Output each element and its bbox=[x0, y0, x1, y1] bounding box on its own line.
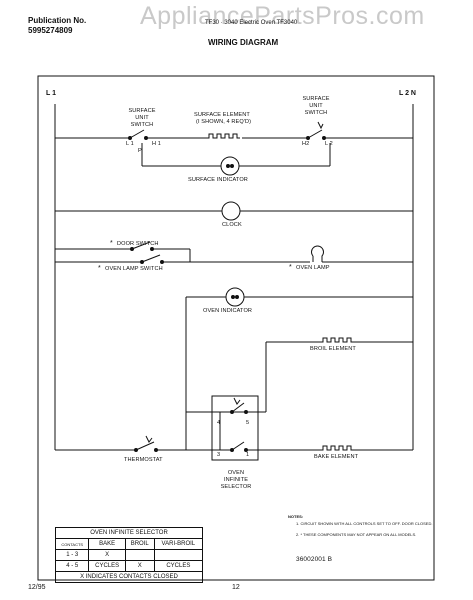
clock-symbol bbox=[221, 201, 241, 221]
surface-switch-right-contact bbox=[307, 129, 323, 139]
l2n-label: L 2 N bbox=[399, 90, 416, 97]
table-cell bbox=[124, 549, 155, 561]
oven-lamp-label: OVEN LAMP bbox=[296, 265, 330, 271]
table-cell: 1 - 3 bbox=[54, 549, 90, 561]
part-number: 36002001 B bbox=[296, 556, 333, 563]
terminal-l1: L 1 bbox=[126, 141, 134, 147]
table-cell: X bbox=[124, 560, 155, 572]
selector-box bbox=[211, 395, 259, 461]
selector-term-5: 5 bbox=[246, 420, 250, 426]
watermark: AppliancePartsPros.com bbox=[140, 2, 425, 30]
bake-element-label: BAKE ELEMENT bbox=[314, 454, 359, 460]
oven-indicator-label: OVEN INDICATOR bbox=[203, 308, 253, 314]
clock-label: CLOCK bbox=[222, 222, 242, 228]
selector-term-4: 4 bbox=[217, 420, 221, 426]
oven-lamp-asterisk: * bbox=[289, 264, 292, 271]
l1-label: L 1 bbox=[46, 90, 56, 97]
publication-label: Publication No. bbox=[28, 16, 87, 25]
model-text: TF30 · 3040 Electric Oven TF3040 bbox=[205, 20, 298, 26]
selector-label: OVEN INFINITE SELECTOR bbox=[220, 470, 252, 490]
terminal-l2: L 2 bbox=[325, 141, 333, 147]
surface-switch-left-contact bbox=[129, 129, 145, 139]
section-title: WIRING DIAGRAM bbox=[208, 38, 279, 47]
table-row: 1 - 3 X bbox=[54, 549, 204, 561]
table-header: BAKE bbox=[88, 538, 126, 550]
table-cell: CYCLES bbox=[88, 560, 126, 572]
thermostat-label: THERMOSTAT bbox=[124, 457, 163, 463]
publication-number: 5995274809 bbox=[28, 26, 73, 35]
terminal-h2: H2 bbox=[302, 141, 310, 147]
selector-term-3: 3 bbox=[217, 452, 221, 458]
table-header: CONTACTS bbox=[54, 538, 90, 550]
broil-element-label: BROIL ELEMENT bbox=[310, 346, 356, 352]
selector-term-1: 1 bbox=[246, 452, 250, 458]
note-2: 2. * THESE COMPONENTS MAY NOT APPEAR ON … bbox=[296, 532, 417, 537]
note-1: 1. CIRCUIT SHOWN WITH ALL CONTROLS SET T… bbox=[296, 521, 433, 526]
footer-date: 12/95 bbox=[28, 584, 46, 591]
thermostat-contact bbox=[135, 441, 155, 451]
oven-lamp-switch-contact bbox=[141, 254, 161, 263]
surface-element-symbol bbox=[205, 133, 240, 139]
surface-element-label: SURFACE ELEMENT bbox=[194, 112, 250, 118]
selector-table: OVEN INFINITE SELECTOR CONTACTS BAKE BRO… bbox=[54, 527, 204, 583]
table-cell: CYCLES bbox=[153, 560, 204, 572]
table-cell: X bbox=[88, 549, 126, 561]
table-cell bbox=[153, 549, 204, 561]
door-switch-contact bbox=[131, 241, 151, 250]
oven-lamp-bulb bbox=[311, 245, 324, 262]
table-cell: 4 - 5 bbox=[54, 560, 90, 572]
surface-unit-switch-left-label: SURFACE UNIT SWITCH bbox=[128, 108, 156, 128]
broil-element-symbol bbox=[320, 337, 354, 343]
surface-indicator-label: SURFACE INDICATOR bbox=[188, 177, 248, 183]
door-switch-asterisk: * bbox=[110, 240, 113, 247]
page-number: 12 bbox=[232, 584, 240, 591]
terminal-p: P bbox=[138, 148, 142, 154]
bake-element-symbol bbox=[320, 445, 354, 451]
selector-table-footer: X INDICATES CONTACTS CLOSED bbox=[55, 571, 203, 583]
oven-lamp-switch-asterisk: * bbox=[98, 265, 101, 272]
selector-table-title: OVEN INFINITE SELECTOR bbox=[55, 527, 203, 539]
table-row: 4 - 5 CYCLES X CYCLES bbox=[54, 560, 204, 572]
table-header: BROIL bbox=[124, 538, 155, 550]
oven-lamp-switch-label: OVEN LAMP SWITCH bbox=[105, 266, 163, 272]
surface-element-note: (I SHOWN, 4 REQ'D) bbox=[196, 119, 252, 125]
notes-title: NOTES: bbox=[288, 514, 304, 519]
diagram-frame bbox=[37, 75, 435, 581]
door-switch-label: DOOR SWITCH bbox=[117, 241, 159, 247]
table-header: VARI-BROIL bbox=[153, 538, 204, 550]
surface-unit-switch-right-label: SURFACE UNIT SWITCH bbox=[302, 96, 330, 116]
terminal-h1: H 1 bbox=[152, 141, 162, 147]
